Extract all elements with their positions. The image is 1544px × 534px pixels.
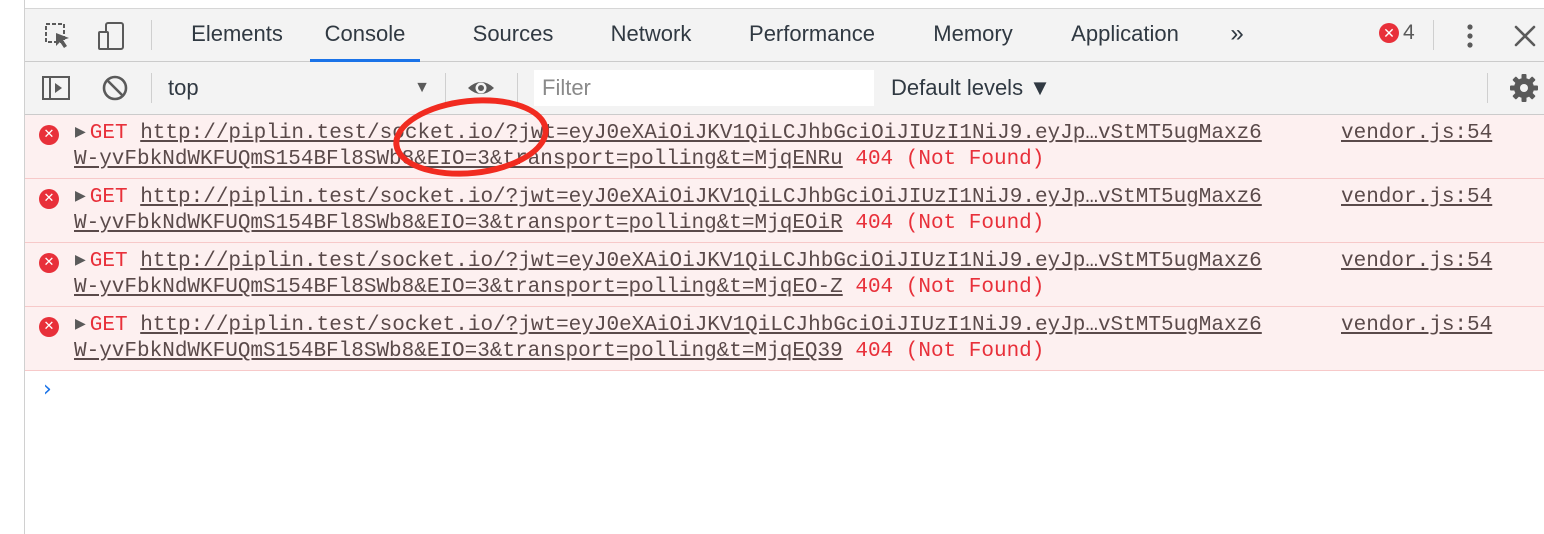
tab-network[interactable]: Network bbox=[610, 21, 692, 46]
tab-application[interactable]: Application bbox=[1071, 21, 1179, 46]
status-text: 404 (Not Found) bbox=[855, 212, 1045, 235]
execution-context-value: top bbox=[168, 75, 199, 100]
device-toolbar-icon[interactable] bbox=[96, 21, 126, 51]
error-icon: ✕ bbox=[1379, 23, 1399, 43]
inspect-element-icon[interactable] bbox=[43, 21, 73, 51]
console-error-message: ✕ ▶GET http://piplin.test/socket.io/?jwt… bbox=[25, 243, 1544, 307]
request-method: GET bbox=[89, 122, 128, 145]
console-messages: ✕ ▶GET http://piplin.test/socket.io/?jwt… bbox=[25, 115, 1544, 402]
toolbar-divider bbox=[151, 20, 152, 50]
source-link[interactable]: vendor.js:54 bbox=[1341, 122, 1493, 145]
tab-memory[interactable]: Memory bbox=[933, 21, 1013, 46]
show-sidebar-icon[interactable] bbox=[41, 73, 71, 103]
console-error-message: ✕ ▶GET http://piplin.test/socket.io/?jwt… bbox=[25, 307, 1544, 371]
expand-triangle-icon[interactable]: ▶ bbox=[75, 252, 86, 268]
error-counter[interactable]: ✕4 bbox=[1379, 21, 1415, 51]
expand-triangle-icon[interactable]: ▶ bbox=[75, 316, 86, 332]
chevron-down-icon: ▼ bbox=[414, 79, 430, 96]
status-text: 404 (Not Found) bbox=[855, 148, 1045, 171]
tab-sources[interactable]: Sources bbox=[472, 21, 554, 46]
request-url-link[interactable]: http://piplin.test/socket.io/?jwt=eyJ0eX… bbox=[140, 186, 1262, 209]
request-url-link[interactable]: W-yvFbkNdWKFUQmS154BFl8SWb8&EIO=3&transp… bbox=[74, 148, 843, 171]
status-text: 404 (Not Found) bbox=[855, 276, 1045, 299]
status-text: 404 (Not Found) bbox=[855, 340, 1045, 363]
toolbar-divider bbox=[151, 73, 152, 103]
devtools-panel: Elements Console Sources Network Perform… bbox=[25, 0, 1544, 534]
console-prompt[interactable]: › bbox=[43, 377, 52, 402]
left-page-gutter bbox=[0, 0, 25, 534]
request-url-link[interactable]: http://piplin.test/socket.io/?jwt=eyJ0eX… bbox=[140, 314, 1262, 337]
request-url-link[interactable]: http://piplin.test/socket.io/?jwt=eyJ0eX… bbox=[140, 122, 1262, 145]
toolbar-divider bbox=[445, 73, 446, 103]
request-url-link[interactable]: W-yvFbkNdWKFUQmS154BFl8SWb8&EIO=3&transp… bbox=[74, 340, 843, 363]
expand-triangle-icon[interactable]: ▶ bbox=[75, 188, 86, 204]
error-icon: ✕ bbox=[39, 125, 59, 145]
toolbar-divider bbox=[1433, 20, 1434, 50]
error-icon: ✕ bbox=[39, 253, 59, 273]
execution-context-select[interactable]: top ▼ bbox=[168, 72, 430, 104]
clear-console-icon[interactable] bbox=[100, 73, 130, 103]
source-link[interactable]: vendor.js:54 bbox=[1341, 250, 1493, 273]
devtools-tab-bar: Elements Console Sources Network Perform… bbox=[25, 8, 1544, 62]
source-link[interactable]: vendor.js:54 bbox=[1341, 186, 1493, 209]
filter-input[interactable] bbox=[534, 70, 874, 106]
error-icon: ✕ bbox=[39, 317, 59, 337]
request-url-link[interactable]: W-yvFbkNdWKFUQmS154BFl8SWb8&EIO=3&transp… bbox=[74, 276, 843, 299]
gear-icon[interactable] bbox=[1509, 73, 1539, 103]
more-tabs-button[interactable]: » bbox=[1230, 20, 1244, 47]
toolbar-divider bbox=[517, 73, 518, 103]
tab-console[interactable]: Console bbox=[310, 9, 420, 62]
toolbar-divider bbox=[1487, 73, 1488, 103]
kebab-menu-icon[interactable] bbox=[1455, 21, 1485, 51]
live-expression-icon[interactable] bbox=[466, 73, 496, 103]
tab-elements[interactable]: Elements bbox=[191, 21, 283, 46]
console-error-message: ✕ ▶GET http://piplin.test/socket.io/?jwt… bbox=[25, 115, 1544, 179]
request-method: GET bbox=[89, 314, 128, 337]
error-count: 4 bbox=[1403, 21, 1415, 44]
request-url-link[interactable]: http://piplin.test/socket.io/?jwt=eyJ0eX… bbox=[140, 250, 1262, 273]
console-toolbar: top ▼ Default levels ▼ bbox=[25, 62, 1544, 115]
close-icon[interactable] bbox=[1510, 21, 1540, 51]
error-icon: ✕ bbox=[39, 189, 59, 209]
request-method: GET bbox=[89, 186, 128, 209]
console-error-message: ✕ ▶GET http://piplin.test/socket.io/?jwt… bbox=[25, 179, 1544, 243]
request-method: GET bbox=[89, 250, 128, 273]
tab-performance[interactable]: Performance bbox=[749, 21, 875, 46]
request-url-link[interactable]: W-yvFbkNdWKFUQmS154BFl8SWb8&EIO=3&transp… bbox=[74, 212, 843, 235]
log-levels-dropdown[interactable]: Default levels ▼ bbox=[891, 75, 1051, 100]
expand-triangle-icon[interactable]: ▶ bbox=[75, 124, 86, 140]
source-link[interactable]: vendor.js:54 bbox=[1341, 314, 1493, 337]
